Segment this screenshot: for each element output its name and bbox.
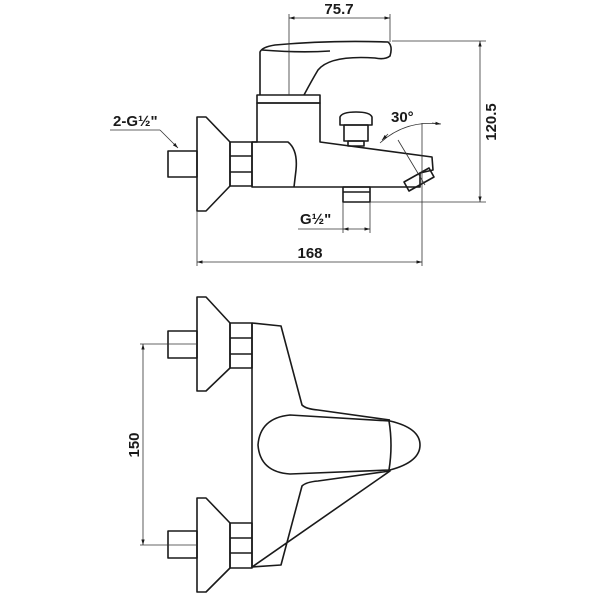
wall-flange-lower [196,497,231,593]
inlet-pipe [167,150,198,178]
wall-flange-upper [196,296,231,392]
dim-lever-width-label: 75.7 [324,1,353,18]
spout-nozzle [403,167,435,192]
wall-flange [196,116,231,212]
mixer-body-top [251,322,391,568]
outlet-thread-label: G½" [300,211,331,228]
dim-inlet-spacing-label: 150 [126,432,143,457]
inlet-pipe-lower [167,530,198,559]
inlet-thread-label: 2-G½" [113,113,158,130]
top-view: 150 [126,296,421,593]
dim-total-length-label: 168 [297,245,322,262]
dim-height-label: 120.5 [483,103,500,141]
lever-edge [261,49,331,53]
spout-angle-label: 30° [391,109,414,126]
bottom-outlet [342,186,371,203]
lever-handle-top [257,414,421,475]
inlet-pipe-upper [167,330,198,359]
hex-nut-lower [229,522,253,569]
lever-handle [259,40,392,96]
lever-collar [256,94,321,104]
diverter-knob [339,111,373,147]
side-view: 75.7 120.5 168 G½" 2-G½" 30° [110,1,500,266]
inlet-leader-line [159,129,179,149]
hex-nut-upper [229,322,253,369]
angle-arc [379,123,441,144]
body-contour [252,141,298,188]
hex-nut [229,141,253,187]
